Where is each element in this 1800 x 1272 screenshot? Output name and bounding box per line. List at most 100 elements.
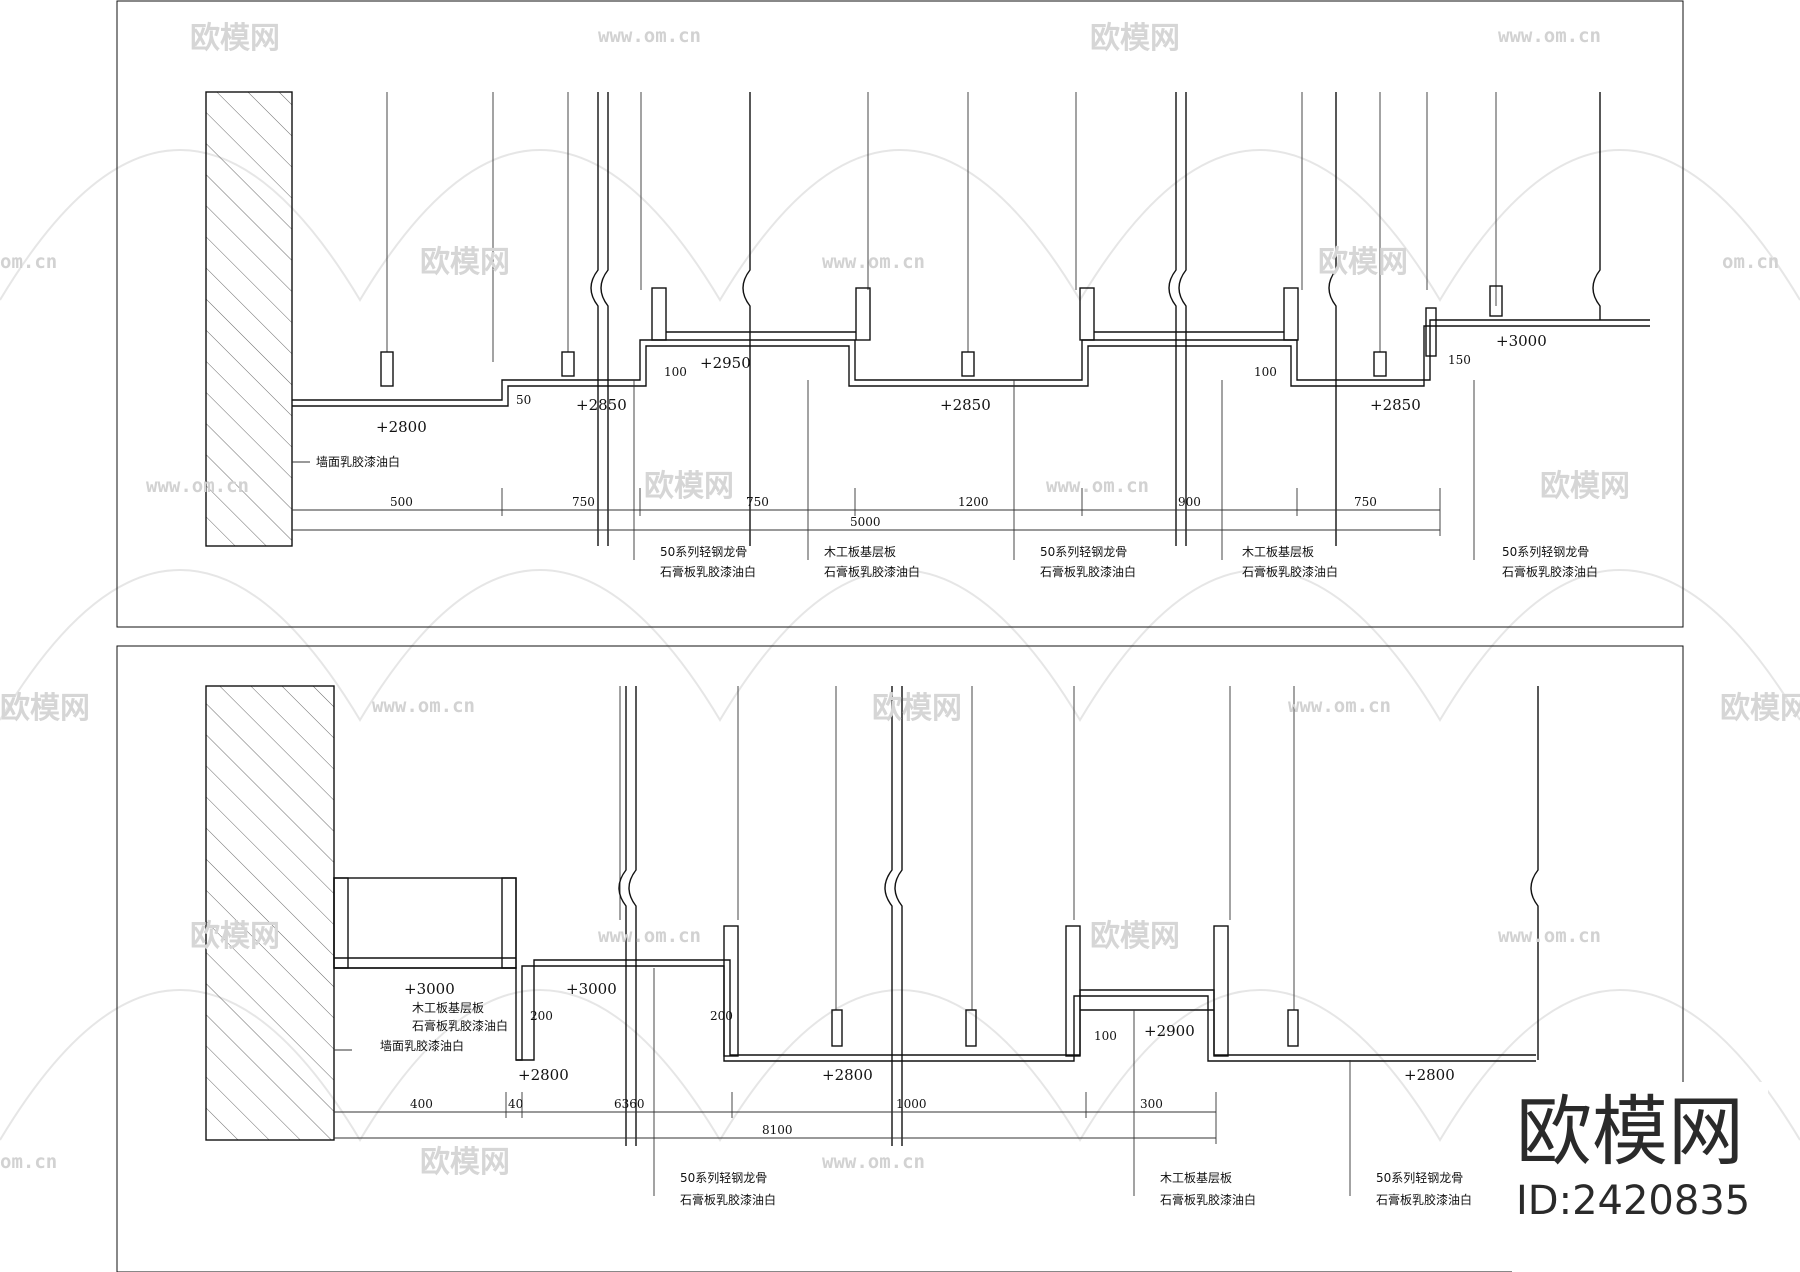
watermark-url-6: www.om.cn	[146, 475, 249, 497]
watermark-logo-9: 欧模网	[1720, 691, 1800, 726]
top-dim-total: 5000	[850, 515, 881, 529]
top-dim-small-4: 150	[1448, 353, 1471, 367]
brand-backdrop	[1512, 1082, 1768, 1272]
watermark-logo-12: 欧模网	[420, 1145, 510, 1180]
watermark-logo-10: 欧模网	[190, 919, 280, 954]
watermark-url-10: www.om.cn	[598, 925, 701, 947]
bottom-elev-4: +2800	[822, 1066, 873, 1084]
watermark-url-3: om.cn	[0, 251, 57, 273]
watermark-logo-8: 欧模网	[872, 691, 962, 726]
watermark-url-4: www.om.cn	[822, 251, 925, 273]
bottom-label-1a: 50系列轻钢龙骨	[680, 1171, 767, 1185]
bottom-ceiling-profile	[334, 959, 1536, 1061]
top-label-4b: 石膏板乳胶漆油白	[1242, 564, 1338, 579]
top-dim-small-2: 100	[664, 365, 687, 379]
bottom-label-1b: 石膏板乳胶漆油白	[680, 1192, 776, 1207]
bottom-label-2b: 石膏板乳胶漆油白	[1160, 1192, 1256, 1207]
top-dim-small-3: 100	[1254, 365, 1277, 379]
top-wood-boards	[651, 287, 1437, 357]
bottom-wall-box	[333, 877, 517, 969]
watermark-url-12: om.cn	[0, 1151, 57, 1173]
top-dim-6: 750	[1354, 495, 1377, 509]
watermark-url-5: om.cn	[1722, 251, 1779, 273]
bottom-frame	[116, 645, 1684, 1272]
bottom-elev-2: +3000	[566, 980, 617, 998]
bottom-dim-total: 8100	[762, 1123, 793, 1137]
top-label-5a: 50系列轻钢龙骨	[1502, 545, 1589, 559]
brand-logo-text: 欧模网	[1516, 1087, 1744, 1176]
top-label-5b: 石膏板乳胶漆油白	[1502, 564, 1598, 579]
bottom-ceiling-profile-inner	[516, 965, 1536, 1062]
bottom-dim-1: 400	[410, 1097, 433, 1111]
watermark-logo-4: 欧模网	[1318, 245, 1408, 280]
watermark-url-7: www.om.cn	[1046, 475, 1149, 497]
bottom-dim-lines	[334, 968, 1351, 1196]
watermark-url-13: www.om.cn	[822, 1151, 925, 1173]
top-wall	[205, 91, 293, 547]
top-label-2a: 木工板基层板	[824, 545, 896, 559]
bottom-wall-note: 墙面乳胶漆油白	[380, 1038, 464, 1053]
watermark-logo-1: 欧模网	[190, 21, 280, 56]
bottom-dim-small-3: 100	[1094, 1029, 1117, 1043]
top-wall-note: 墙面乳胶漆油白	[316, 454, 400, 469]
watermark-logo-2: 欧模网	[1090, 21, 1180, 56]
bottom-dim-3: 6360	[614, 1097, 645, 1111]
top-dim-4: 1200	[958, 495, 989, 509]
top-elev-1: +2800	[376, 418, 427, 436]
top-ceiling-profile	[292, 319, 1650, 401]
watermark-logo-6: 欧模网	[1540, 469, 1630, 504]
top-label-1b: 石膏板乳胶漆油白	[660, 564, 756, 579]
bottom-dim-5: 300	[1140, 1097, 1163, 1111]
brand-id-text: ID:2420835	[1516, 1178, 1750, 1224]
top-label-4a: 木工板基层板	[1242, 545, 1314, 559]
bottom-label-3a: 50系列轻钢龙骨	[1376, 1171, 1463, 1185]
bottom-label-2a: 木工板基层板	[1160, 1171, 1232, 1185]
top-elev-3: +2950	[700, 354, 751, 372]
top-dim-lines	[292, 380, 1475, 560]
top-label-3a: 50系列轻钢龙骨	[1040, 545, 1127, 559]
top-label-3b: 石膏板乳胶漆油白	[1040, 564, 1136, 579]
bottom-elev-3: +2800	[518, 1066, 569, 1084]
top-elev-6: +3000	[1496, 332, 1547, 350]
bottom-elev-1: +3000	[404, 980, 455, 998]
bottom-wall	[205, 685, 335, 1141]
top-ceiling-profile-inner	[292, 325, 1650, 407]
bottom-dim-small-2: 200	[710, 1009, 733, 1023]
top-dim-5: 900	[1178, 495, 1201, 509]
watermark-logo-5: 欧模网	[644, 469, 734, 504]
top-elev-5: +2850	[1370, 396, 1421, 414]
watermark-logo-11: 欧模网	[1090, 919, 1180, 954]
top-label-2b: 石膏板乳胶漆油白	[824, 564, 920, 579]
top-dim-2: 750	[572, 495, 595, 509]
top-break-lines	[590, 92, 1601, 546]
watermark-url-11: www.om.cn	[1498, 925, 1601, 947]
watermark-url-8: www.om.cn	[372, 695, 475, 717]
bottom-wall-box-boards	[333, 877, 517, 969]
top-elev-4: +2850	[940, 396, 991, 414]
top-hangers	[386, 92, 1497, 362]
bottom-hangers	[619, 686, 1295, 1010]
watermark-logo-3: 欧模网	[420, 245, 510, 280]
watermark-url-9: www.om.cn	[1288, 695, 1391, 717]
bottom-dim-2: 40	[508, 1097, 523, 1111]
bottom-hanger-clips	[831, 1009, 1299, 1047]
watermarks: 欧模网 www.om.cn 欧模网 www.om.cn om.cn 欧模网 ww…	[0, 21, 1800, 1180]
top-dim-small-1: 50	[516, 393, 531, 407]
top-frame	[116, 0, 1684, 628]
bottom-elev-6: +2800	[1404, 1066, 1455, 1084]
bottom-break-lines	[618, 686, 1539, 1146]
bottom-box-label-b: 石膏板乳胶漆油白	[412, 1018, 508, 1033]
bottom-elev-5: +2900	[1144, 1022, 1195, 1040]
watermark-logo-7: 欧模网	[0, 691, 90, 726]
top-hanger-clips	[380, 285, 1503, 387]
watermark-url-1: www.om.cn	[598, 25, 701, 47]
bottom-dim-4: 1000	[896, 1097, 927, 1111]
top-section: 墙面乳胶漆油白 +2800 +2850 +2950 +2850 +2850 +3…	[205, 91, 1650, 579]
bottom-box-label-a: 木工板基层板	[412, 1001, 484, 1015]
watermark-url-2: www.om.cn	[1498, 25, 1601, 47]
top-label-1a: 50系列轻钢龙骨	[660, 545, 747, 559]
top-dim-1: 500	[390, 495, 413, 509]
top-elev-2: +2850	[576, 396, 627, 414]
top-dim-3: 750	[746, 495, 769, 509]
